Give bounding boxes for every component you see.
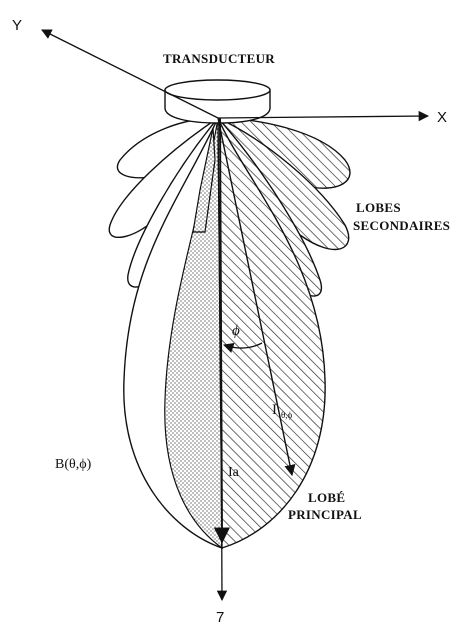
transducer-disk-top (165, 80, 270, 100)
main-lobe-label-line1: LOBÉ (308, 490, 345, 505)
x-axis-label: X (437, 109, 447, 126)
side-lobes-label-line1: LOBES (356, 200, 401, 215)
transducer-label: TRANSDUCTEUR (163, 51, 275, 66)
beam-function-label: B(θ,ϕ) (55, 457, 92, 472)
intensity-theta-phi-subscript: θ,ϕ (281, 410, 293, 420)
y-axis (42, 30, 218, 118)
side-lobes-label-line2: SECONDAIRES (353, 218, 450, 233)
intensity-axis-label: Ia (228, 465, 240, 480)
main-lobe-label-line2: PRINCIPAL (288, 507, 362, 522)
intensity-theta-phi-label: I (272, 402, 277, 418)
y-axis-label: Y (12, 17, 22, 34)
angle-phi-label: ϕ (232, 323, 240, 339)
z-axis-label: 7 (216, 609, 224, 626)
